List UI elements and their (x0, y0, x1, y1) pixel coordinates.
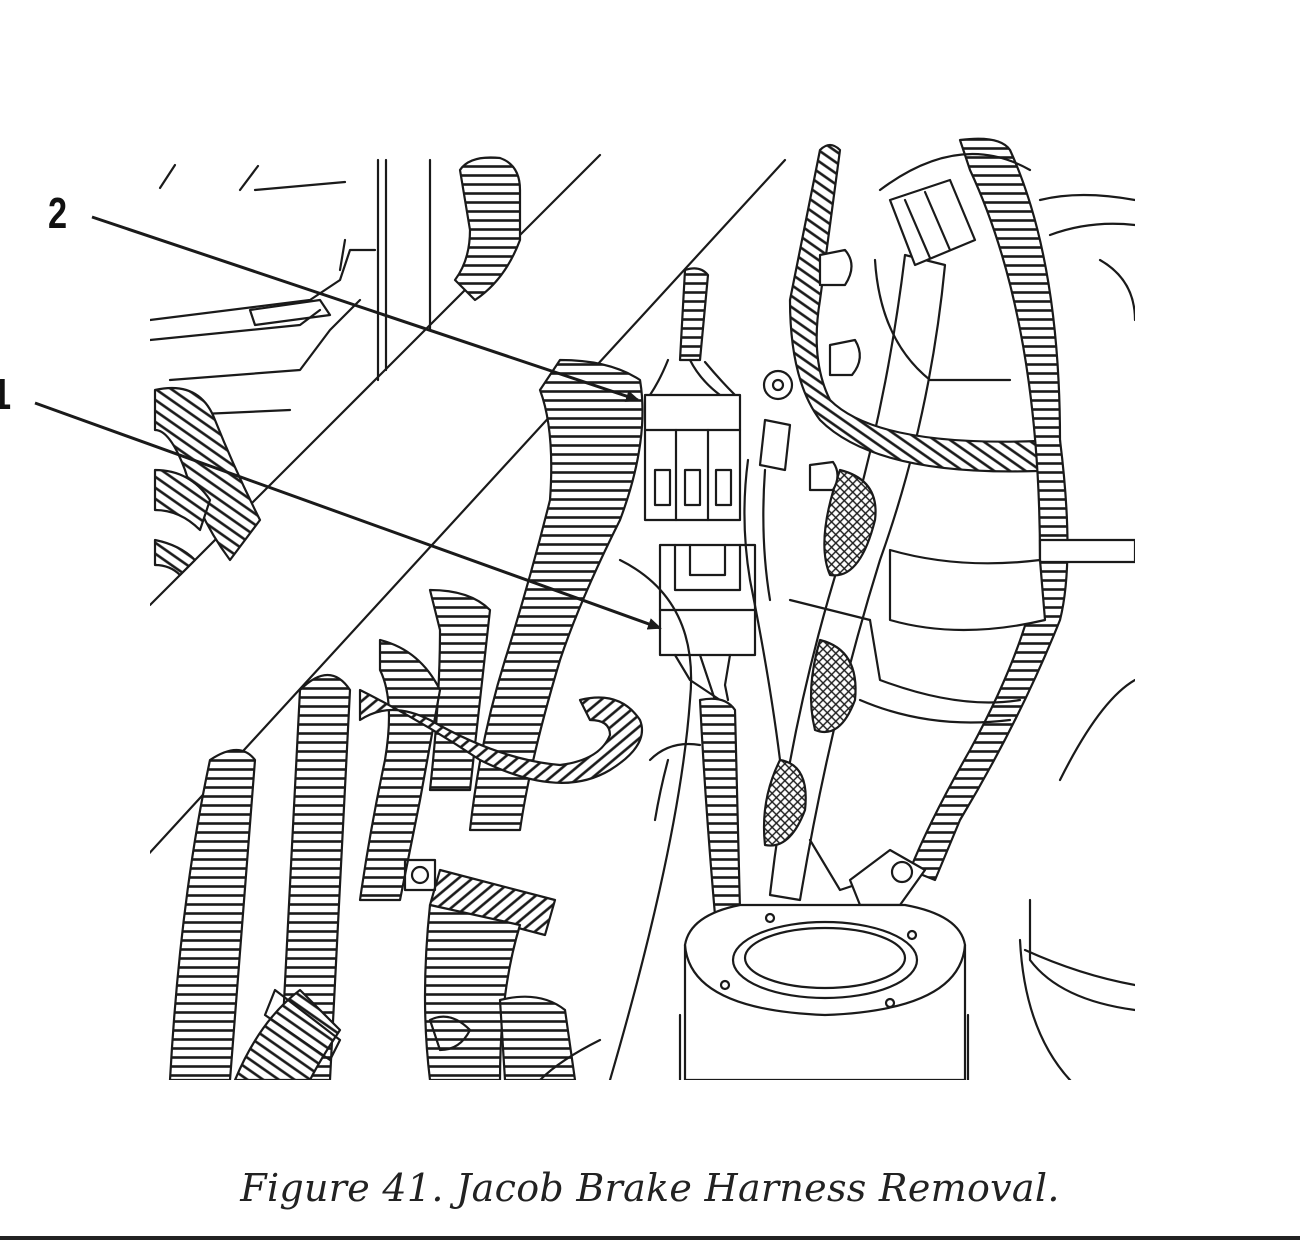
loop-conduit (358, 688, 644, 784)
ground-lead (743, 369, 794, 762)
engine-harness-illustration (34, 137, 1135, 1080)
callout-1: 1 (0, 373, 11, 417)
main-conduit (358, 358, 644, 902)
braided-hose (762, 178, 977, 902)
thin-lines (538, 558, 702, 1080)
figure-caption: Figure 41. Jacob Brake Harness Removal. (240, 1166, 1060, 1210)
upper-connector (643, 358, 742, 522)
left-harness-bundle (153, 386, 262, 577)
right-pipe (1018, 193, 1135, 1080)
page-bottom-rule (0, 1236, 1300, 1240)
callout-2: 2 (48, 189, 68, 238)
round-flange (678, 903, 970, 1080)
arrow-icon (34, 401, 662, 630)
bracket-bolt (848, 848, 927, 907)
engine-block-lines (788, 548, 1047, 892)
block-bolts (808, 248, 861, 492)
right-conduit-loop (788, 137, 1135, 882)
lower-left-conduit (168, 674, 352, 1080)
lower-fittings (263, 858, 577, 1080)
lower-connector (658, 543, 757, 917)
connector-lead-conduit (678, 267, 710, 362)
round-cover (873, 152, 1032, 382)
upper-conduit (453, 156, 522, 302)
frame-structure (150, 158, 432, 417)
leader-arrows (34, 215, 662, 630)
arrow-icon (91, 215, 640, 402)
